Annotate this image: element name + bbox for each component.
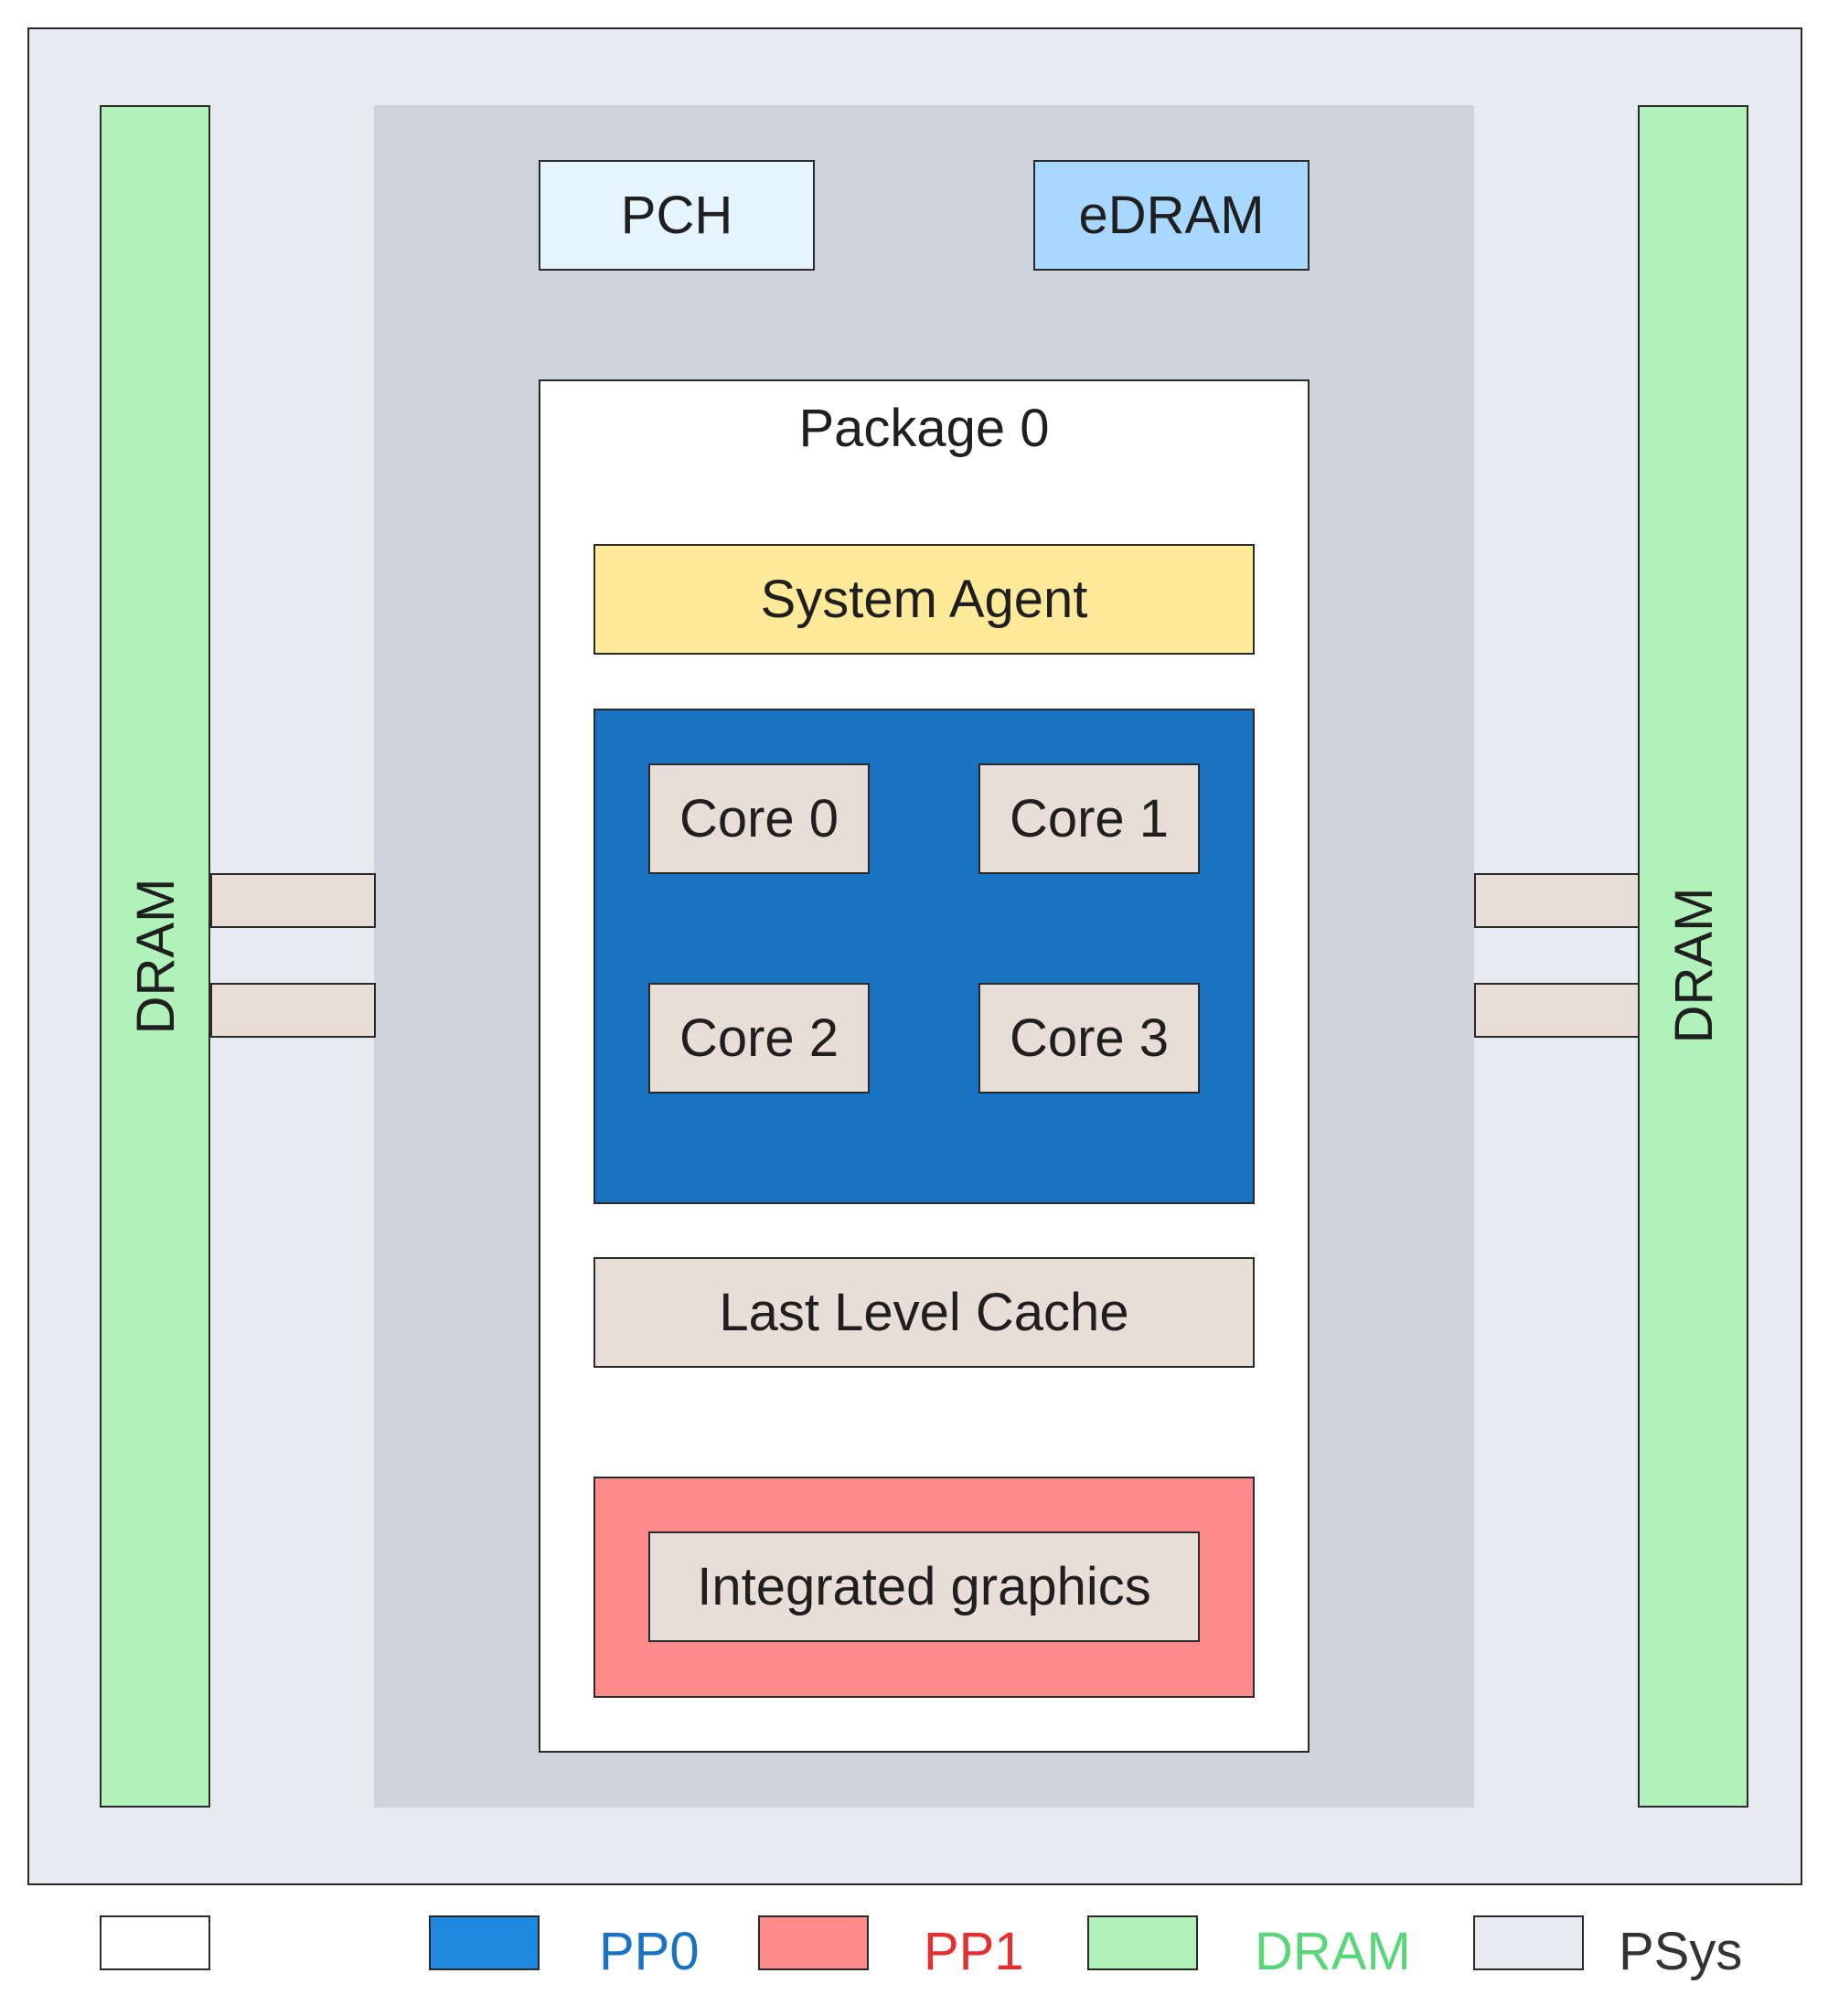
pch-block: PCH (539, 160, 815, 271)
legend-label-pp1: PP1 (924, 1922, 1024, 1981)
legend-swatch-dram (1087, 1915, 1198, 1970)
legend-swatch-psys (1473, 1915, 1584, 1970)
igpu-label: Integrated graphics (697, 1556, 1151, 1616)
dram-right: DRAM (1638, 105, 1748, 1808)
memory-channel-left-0 (210, 873, 376, 928)
legend-swatch-pp1 (758, 1915, 869, 1970)
igpu-block: Integrated graphics (648, 1531, 1200, 1642)
core-2-label: Core 2 (679, 1008, 839, 1068)
core-0: Core 0 (648, 763, 870, 874)
core-1: Core 1 (978, 763, 1200, 874)
legend-label-dram: DRAM (1255, 1922, 1411, 1981)
core-0-label: Core 0 (679, 788, 839, 848)
legend-swatch-package (100, 1915, 210, 1970)
package-title: Package 0 (798, 399, 1050, 458)
core-1-label: Core 1 (1009, 788, 1170, 848)
memory-channel-right-1 (1474, 983, 1640, 1038)
memory-channel-right-0 (1474, 873, 1640, 928)
llc-label: Last Level Cache (719, 1282, 1129, 1342)
memory-channel-left-1 (210, 983, 376, 1038)
dram-left-label: DRAM (126, 878, 186, 1035)
core-3: Core 3 (978, 983, 1200, 1093)
edram-block: eDRAM (1033, 160, 1310, 271)
llc-block: Last Level Cache (593, 1257, 1255, 1368)
legend-label-psys: PSys (1619, 1922, 1743, 1981)
system-agent-label: System Agent (760, 569, 1088, 629)
edram-label: eDRAM (1078, 185, 1265, 245)
system-agent-block: System Agent (593, 544, 1255, 655)
core-3-label: Core 3 (1009, 1008, 1170, 1068)
dram-left: DRAM (100, 105, 210, 1808)
legend-swatch-pp0 (429, 1915, 540, 1970)
core-2: Core 2 (648, 983, 870, 1093)
dram-right-label: DRAM (1664, 887, 1724, 1044)
legend-label-pp0: PP0 (599, 1922, 700, 1981)
pch-label: PCH (620, 185, 733, 245)
